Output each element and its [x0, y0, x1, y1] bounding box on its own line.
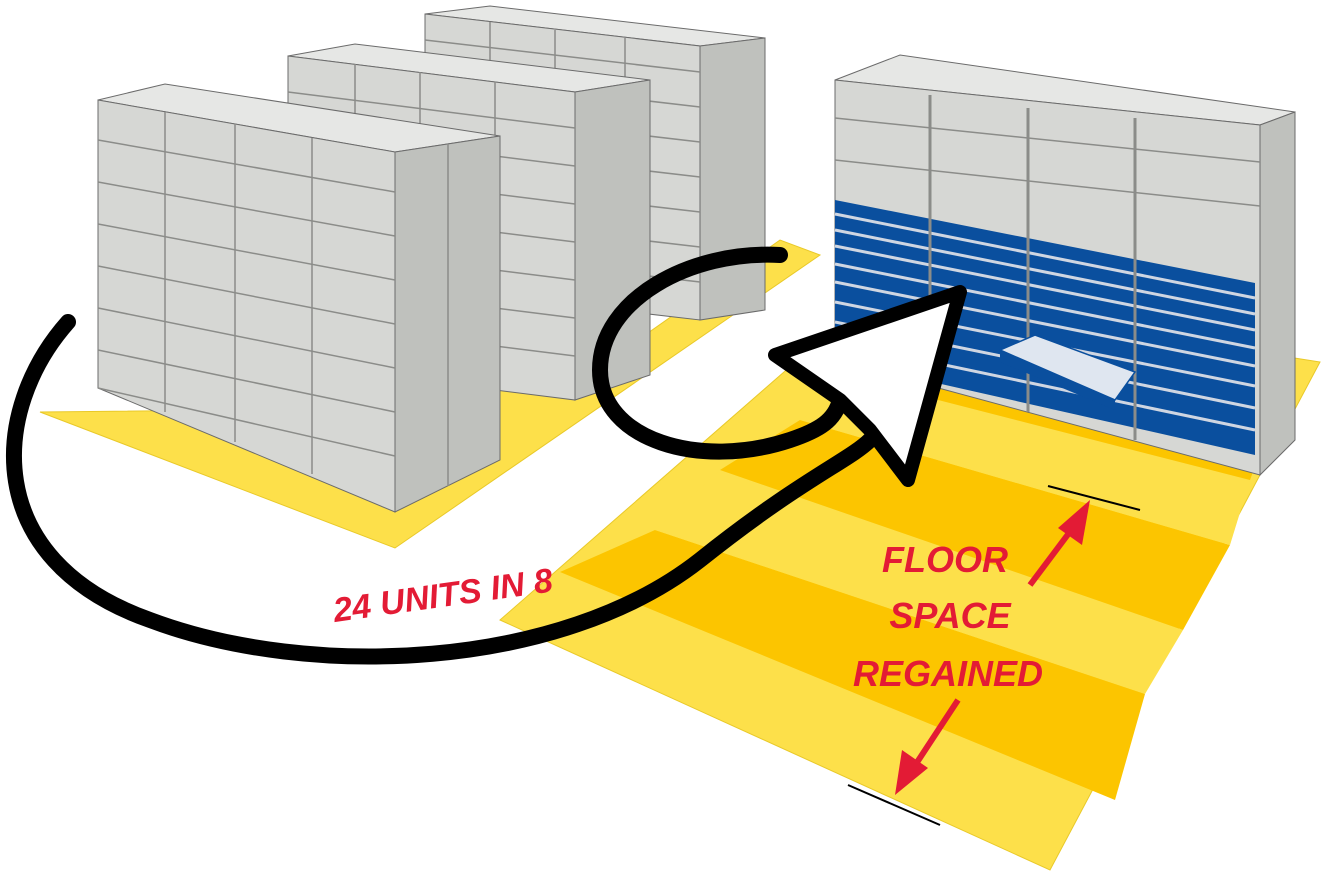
curved-arrow-head — [768, 285, 967, 487]
dimension-line-bottom — [847, 784, 941, 826]
curved-arrow-loop — [591, 246, 848, 460]
curved-arrow-icon — [6, 314, 878, 665]
floor-label-line1: FLOOR — [882, 539, 1008, 580]
down-arrow-icon — [895, 698, 961, 795]
dimension-line-top — [1047, 485, 1141, 511]
floor-label-line3: REGAINED — [853, 653, 1043, 694]
drawer-band — [835, 200, 1255, 455]
pulled-out-drawer — [998, 334, 1137, 410]
right-floor — [499, 354, 1321, 871]
up-arrow-icon — [1027, 500, 1090, 587]
floor-label-line2: SPACE — [889, 595, 1011, 636]
shelf-unit-front — [97, 83, 501, 513]
